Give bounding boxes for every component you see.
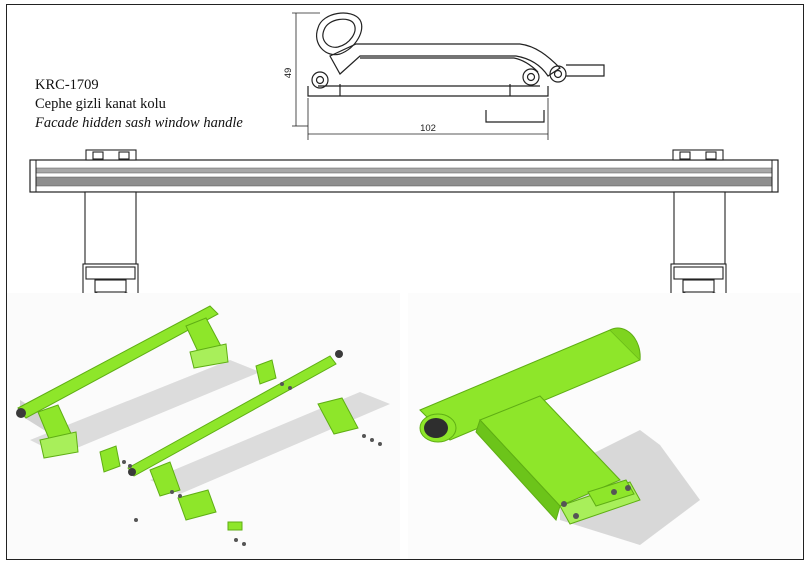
front-view [29,149,779,305]
product-name-en: Facade hidden sash window handle [35,115,243,131]
dimension-lines [292,12,549,140]
width-dimension-label: 102 [420,123,436,134]
closeup-render [408,293,801,559]
height-dimension-label: 49 [283,68,294,79]
title-block: KRC-1709 Cephe gizli kanat kolu Facade h… [35,76,243,133]
exploded-isometric-render [7,293,400,559]
handle-bar [29,159,779,193]
drawing-frame [6,4,804,560]
side-profile-view [307,12,605,123]
left-bracket [82,149,139,305]
product-name-tr: Cephe gizli kanat kolu [35,96,166,112]
right-bracket [670,149,727,305]
product-code: KRC-1709 [35,77,99,93]
